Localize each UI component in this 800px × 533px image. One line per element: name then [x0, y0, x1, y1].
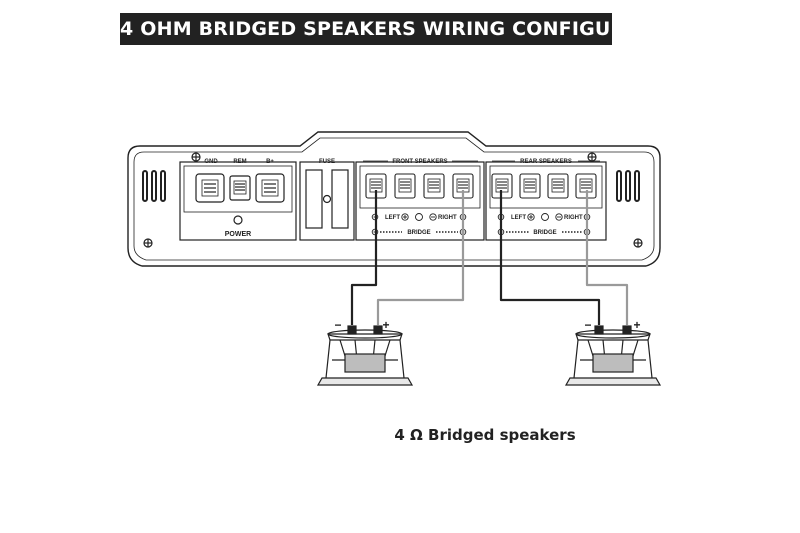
gnd-label: GND — [204, 159, 218, 165]
front-right-label: RIGHT — [438, 215, 457, 221]
front-terminal-2 — [394, 173, 416, 199]
rear-right-label: RIGHT — [564, 215, 583, 221]
speaker-2-positive-label: + — [633, 318, 640, 332]
power-led — [233, 215, 243, 225]
rear-speakers-label: REAR SPEAKERS — [520, 159, 572, 165]
rear-terminal-3 — [547, 173, 569, 199]
rear-left-label: LEFT — [511, 215, 526, 221]
speaker-1-negative-label: − — [334, 318, 341, 332]
amplifier-chassis — [127, 131, 661, 267]
speaker-1-positive-label: + — [382, 318, 389, 332]
amplifier-chassis-inner — [133, 137, 655, 261]
vent-right — [616, 170, 640, 202]
bplus-label: B+ — [266, 159, 274, 165]
wire-front-negative — [350, 190, 378, 325]
wire-front-positive — [376, 190, 465, 325]
screw-icon — [143, 238, 153, 248]
power-label: POWER — [225, 231, 251, 238]
fuse-section — [299, 161, 355, 241]
amplifier — [127, 131, 661, 267]
front-left-label: LEFT — [385, 215, 400, 221]
speaker-2-negative-label: − — [584, 318, 591, 332]
wire-rear-positive — [585, 190, 629, 325]
front-bridge-label: BRIDGE — [407, 230, 430, 236]
rear-speakers-section: REAR SPEAKERS LEFT RIGHT BRIDGE — [485, 159, 607, 241]
speaker-1 — [316, 325, 414, 386]
screw-icon — [587, 152, 597, 162]
power-section: GND REM B+ POWER — [179, 159, 297, 241]
vent-left — [142, 170, 166, 202]
fuse-label: FUSE — [319, 159, 335, 165]
bplus-terminal — [255, 173, 285, 203]
screw-icon — [191, 152, 201, 162]
screw-icons — [143, 152, 643, 248]
wire-rear-negative — [499, 190, 601, 325]
wires — [350, 190, 629, 325]
gnd-terminal — [195, 173, 225, 203]
front-speakers-section: FRONT SPEAKERS LEFT RIGHT BRIDGE — [355, 159, 485, 241]
diagram-title: 4 OHM BRIDGED SPEAKERS WIRING CONFIGURAT… — [120, 13, 612, 45]
diagram-caption: 4 Ω Bridged speakers — [394, 426, 576, 444]
front-terminal-3 — [423, 173, 445, 199]
rear-bridge-label: BRIDGE — [533, 230, 556, 236]
speaker-2 — [564, 325, 662, 386]
front-speakers-label: FRONT SPEAKERS — [392, 159, 447, 165]
rear-terminal-2 — [519, 173, 541, 199]
rem-terminal — [229, 175, 251, 201]
screw-icon — [633, 238, 643, 248]
rem-label: REM — [233, 159, 246, 165]
